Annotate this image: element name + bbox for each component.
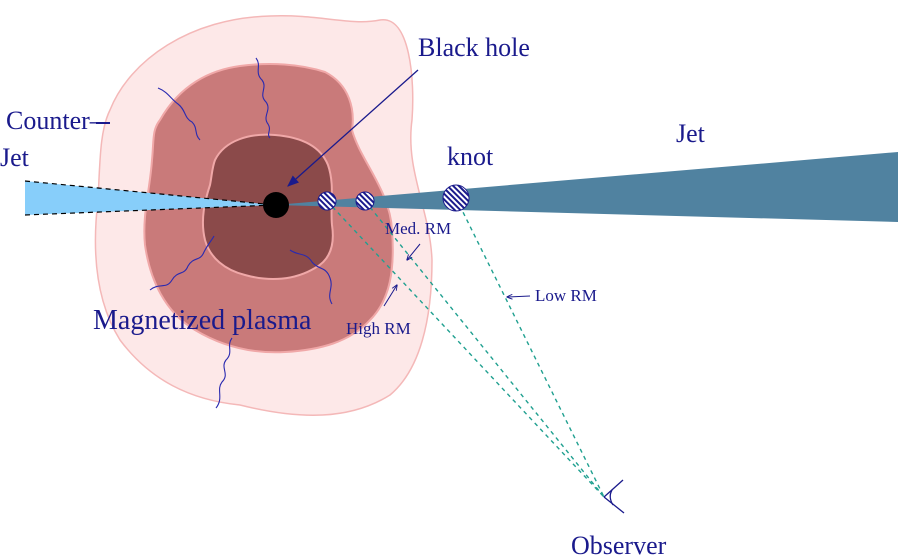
low-rm-arrow	[507, 296, 531, 297]
observer-label: Observer	[571, 531, 667, 560]
high-rm-arrow	[383, 285, 397, 307]
knot-high-rm	[317, 191, 337, 211]
observer-eye-icon	[603, 479, 625, 514]
counter-jet-label-line2: Jet	[0, 143, 29, 172]
sight-lines	[326, 197, 605, 498]
med-rm-label: Med. RM	[385, 219, 452, 238]
knot-med-rm	[355, 191, 375, 211]
knot-low-rm	[442, 184, 470, 212]
jet	[275, 152, 898, 222]
black-hole	[263, 192, 289, 218]
black-hole-arrow	[287, 69, 419, 187]
counter-jet	[25, 181, 275, 215]
magnetized-plasma-label: Magnetized plasma	[93, 305, 312, 336]
black-hole-label: Black hole	[418, 33, 530, 62]
counter-jet-label-line1: Counter–	[6, 106, 103, 135]
knot-label: knot	[447, 142, 494, 171]
high-rm-label: High RM	[346, 319, 411, 338]
magnetic-field-lines	[149, 57, 333, 409]
counter-jet-bottom-edge	[24, 204, 276, 216]
counter-jet-top-edge	[24, 180, 276, 206]
med-rm-arrow	[407, 243, 421, 260]
low-rm-label: Low RM	[535, 286, 597, 305]
jet-label: Jet	[676, 119, 705, 148]
